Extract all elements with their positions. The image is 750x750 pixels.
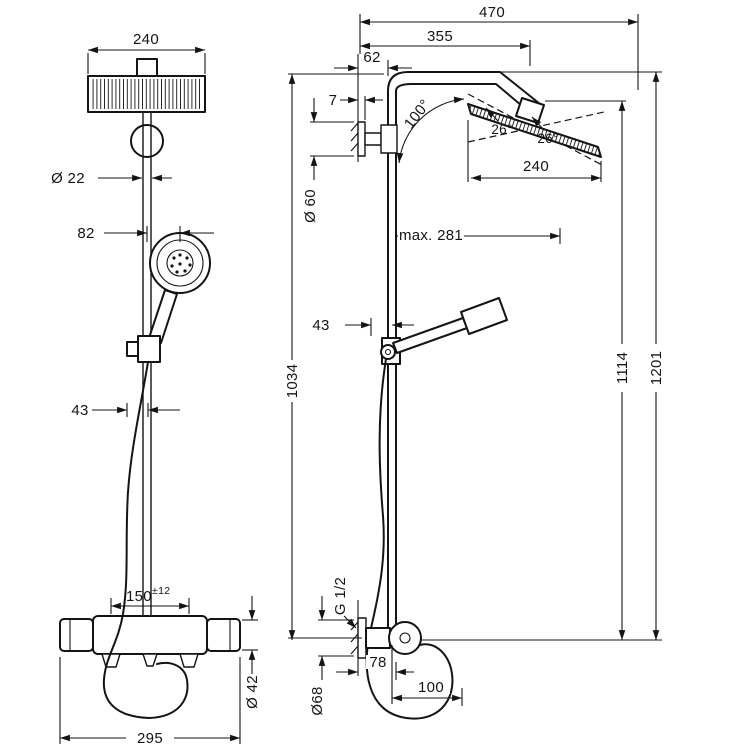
dim-side-holder-offset: 43: [312, 317, 414, 336]
front-right-union: [179, 653, 199, 668]
front-head-width-label: 240: [133, 31, 159, 48]
side-wall-to-bar-label: 62: [363, 49, 380, 66]
dim-front-valve-centers: 150 ±12: [110, 585, 190, 614]
side-head-height-label: 1114: [614, 352, 631, 384]
dim-side-connection-thread: G 1/2: [332, 577, 357, 629]
side-bar-height-label: 1034: [284, 364, 301, 399]
dim-side-bracket-escutcheon: Ø 60: [302, 98, 354, 223]
front-handle-diameter-label: Ø 42: [244, 675, 261, 709]
front-left-handle: [59, 618, 94, 652]
dim-side-hose-clearance: 100: [391, 645, 463, 706]
front-hose-outlet: [142, 653, 158, 667]
front-overhead-shower: [87, 58, 206, 113]
dim-side-total-height: 1201: [421, 71, 665, 641]
side-swivel-back-label: 26°: [537, 131, 558, 146]
front-valve-width-label: 295: [137, 730, 163, 747]
side-bracket-depth-label: 7: [329, 92, 338, 109]
dim-side-handshower-reach: max. 281: [396, 226, 561, 244]
side-head-depth-label: 240: [523, 158, 549, 175]
side-overhead-shower: [467, 93, 605, 167]
side-bracket-escutcheon-label: Ø 60: [302, 189, 319, 223]
dim-front-handshower-offset: 82: [77, 225, 214, 242]
front-view: 240 Ø 22 82 43 150 ±12: [51, 31, 261, 747]
side-head-angle-label: 100°: [401, 96, 434, 132]
dim-side-head-height: 1114: [545, 100, 631, 640]
side-connection-thread-label: G 1/2: [332, 577, 349, 615]
dim-side-head-angle: 100°: [396, 96, 465, 164]
side-head-swivel-line-1: [467, 93, 605, 167]
side-hand-shower: [380, 297, 508, 365]
dim-side-bar-height: 1034: [284, 73, 384, 640]
side-valve-depth-label: 78: [369, 654, 386, 671]
front-wall-escutcheon-ring: [130, 124, 164, 158]
front-valve-centers-tolerance: ±12: [152, 585, 170, 597]
side-bar-and-arm: [387, 71, 545, 641]
front-bar-diameter-label: Ø 22: [51, 170, 85, 187]
dim-front-hose-offset: 43: [71, 402, 180, 419]
dim-front-bar-diameter: Ø 22: [51, 170, 172, 187]
dim-front-valve-width: 295: [59, 657, 241, 747]
dim-side-bracket-depth: 7: [329, 92, 383, 120]
side-swivel-front-label: 26°: [491, 122, 512, 137]
dim-front-handle-diameter: Ø 42: [242, 596, 261, 709]
side-wall: [350, 54, 359, 676]
side-spray-face-hatch: [468, 104, 601, 157]
dim-side-valve-escutcheon: Ø68: [309, 596, 354, 716]
front-valve-centers-label: 150: [126, 588, 152, 605]
side-max-projection-label: 470: [479, 4, 505, 21]
front-hand-shower: [126, 232, 211, 363]
dim-side-head-depth: 240: [467, 120, 602, 182]
front-thermostat: [59, 615, 241, 668]
side-view: 470 355 62 7 100° 26° 26°: [284, 4, 665, 720]
side-wall-bracket: [357, 121, 398, 157]
front-holder-knob: [126, 341, 139, 357]
side-valve-escutcheon-label: Ø68: [309, 686, 326, 715]
dim-front-head-width: 240: [87, 31, 206, 74]
side-holder-offset-label: 43: [312, 317, 329, 334]
dim-side-arm-projection: 355: [360, 28, 531, 66]
front-right-handle: [206, 618, 241, 652]
side-total-height-label: 1201: [648, 351, 665, 386]
dim-side-valve-depth: 78: [336, 654, 414, 680]
side-handshower-reach-label: max. 281: [399, 227, 463, 244]
front-handshower-offset-label: 82: [77, 225, 94, 242]
front-left-union: [101, 653, 121, 668]
dim-side-wall-to-bar: 62: [334, 49, 412, 76]
side-hose-clearance-label: 100: [418, 679, 444, 696]
side-arm-projection-label: 355: [427, 28, 453, 45]
front-shower-holder: [137, 335, 161, 363]
side-head-connector: [515, 97, 545, 124]
front-spray-face-hatch: [91, 79, 202, 109]
front-spray-nozzles: [170, 253, 192, 274]
front-shower-hose: [102, 361, 189, 719]
front-hose-offset-label: 43: [71, 402, 88, 419]
dim-side-max-projection: 470: [359, 4, 639, 90]
